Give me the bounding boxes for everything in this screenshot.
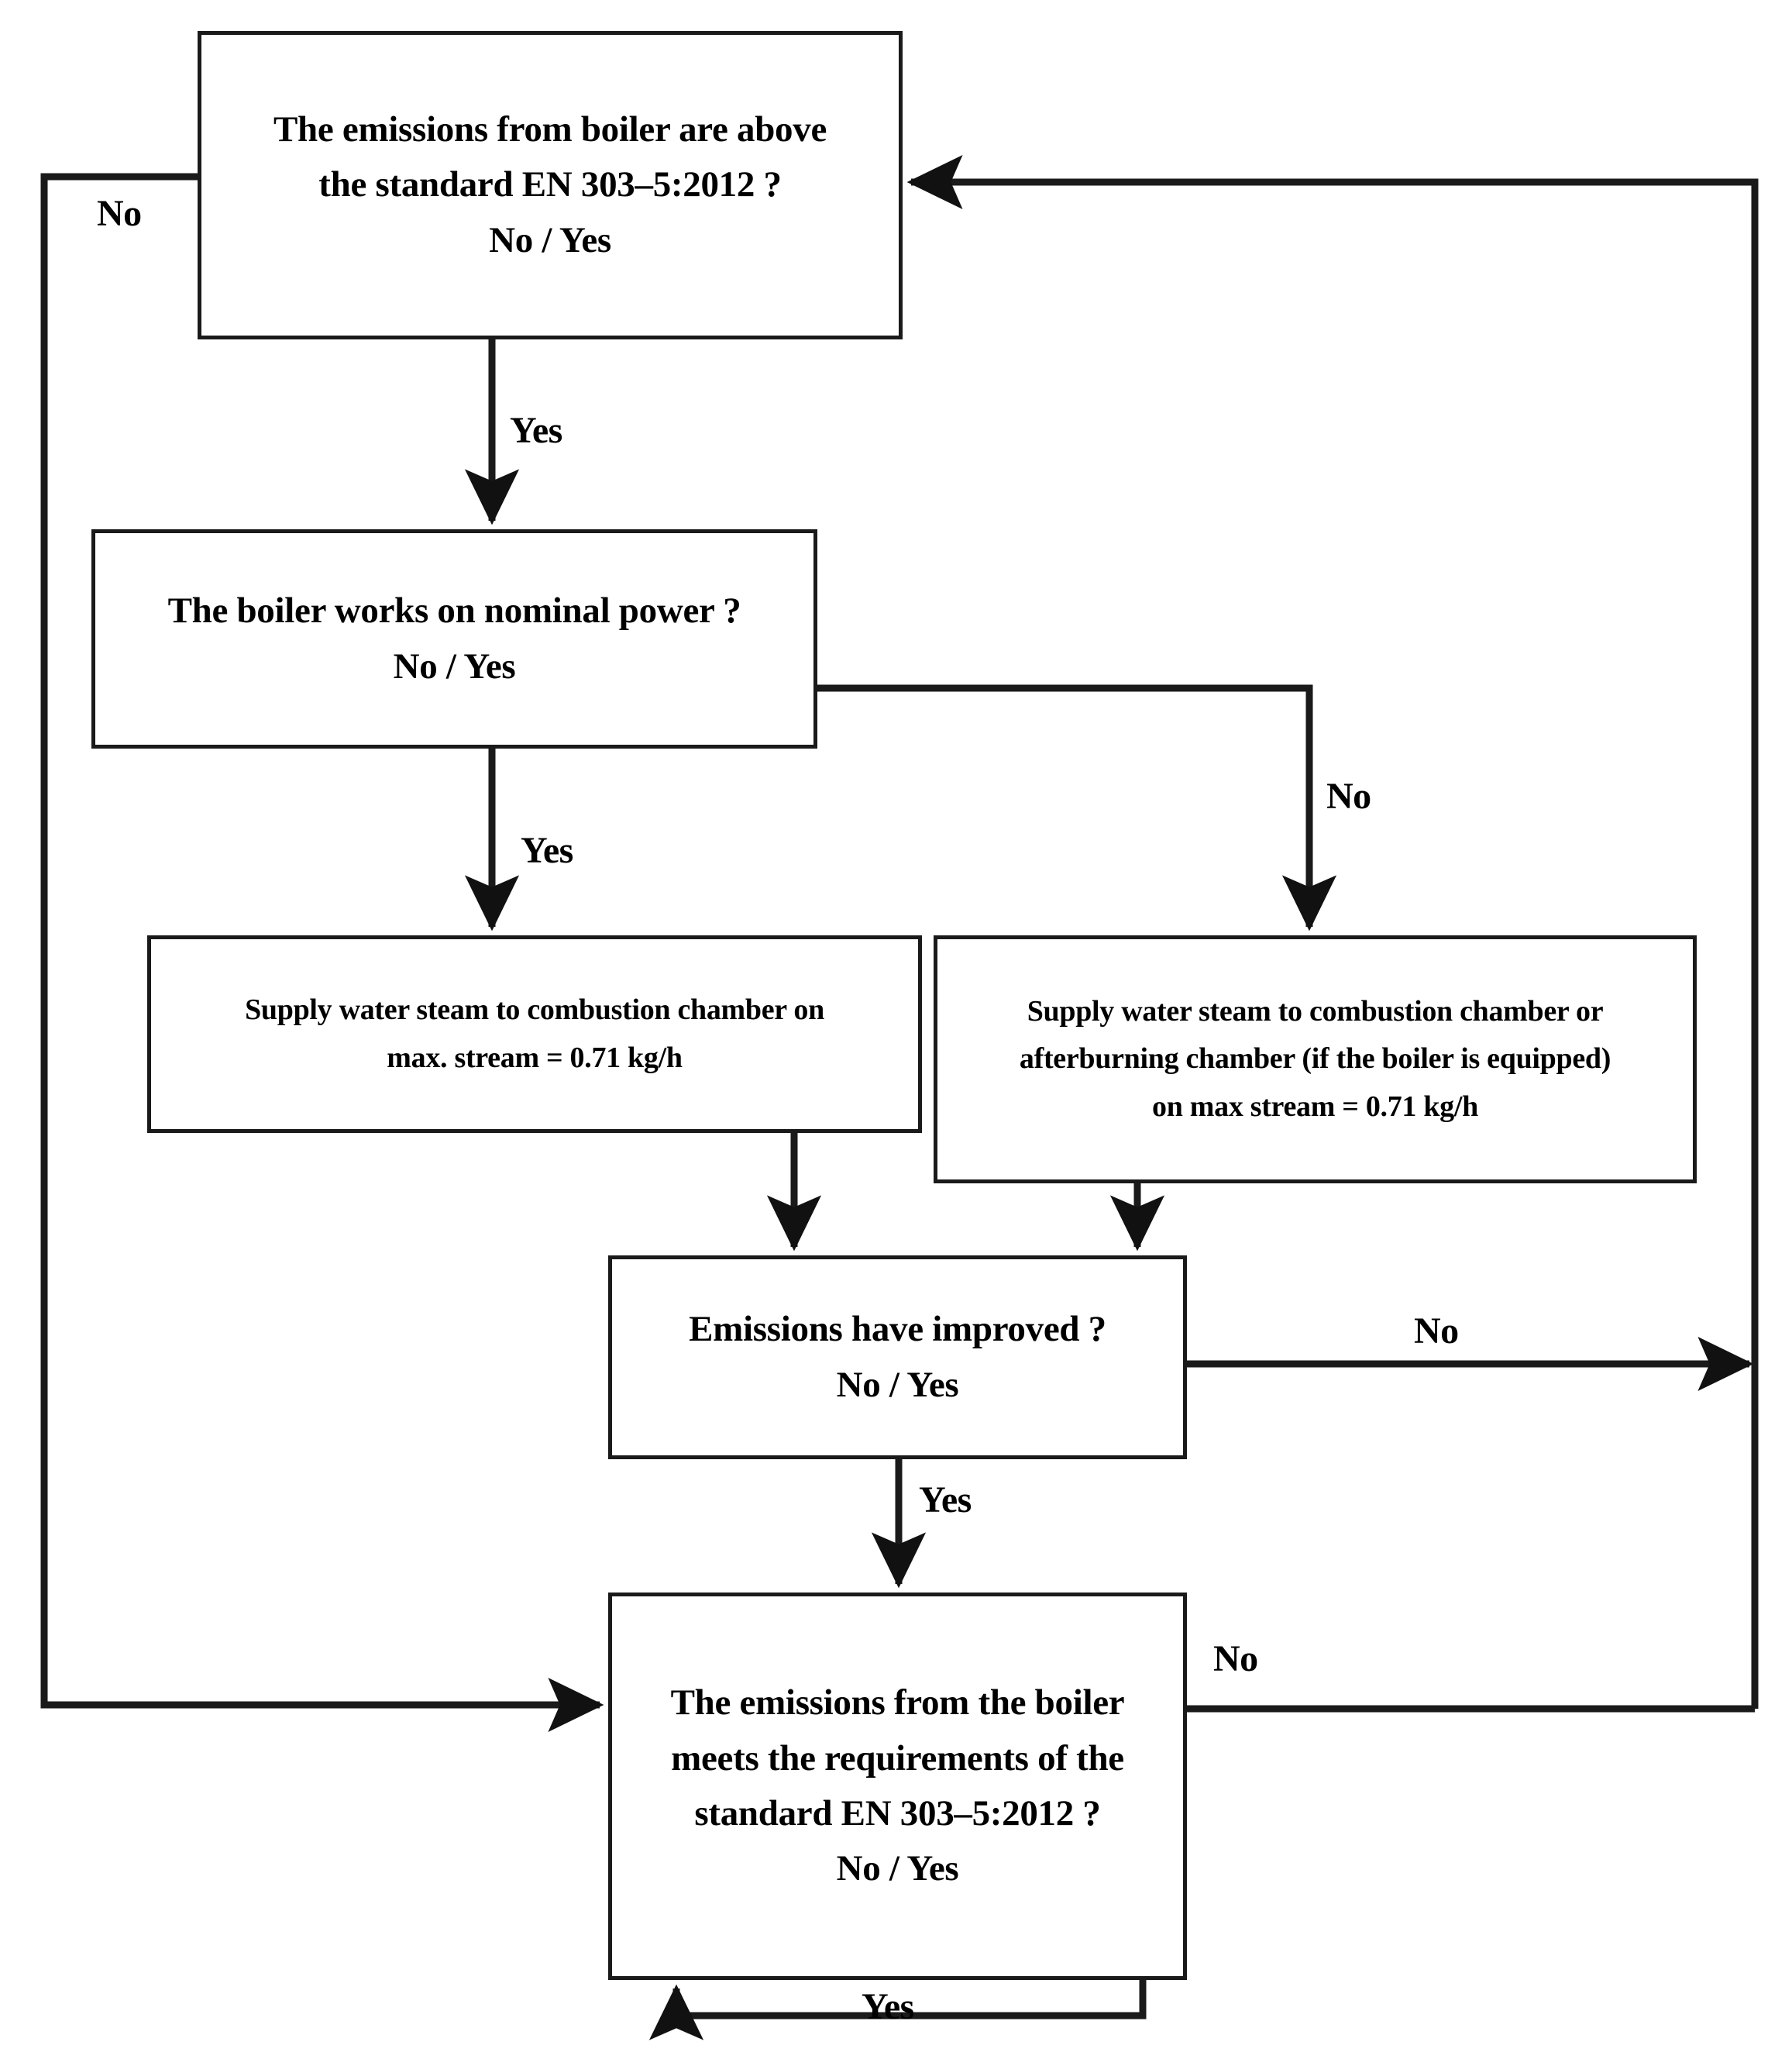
edge-label-yes-n6-loop: Yes [862, 1986, 914, 2027]
node-line: meets the requirements of the [671, 1737, 1124, 1778]
node-line: No / Yes [836, 1848, 959, 1889]
node-line: standard EN 303–5:2012 ? [694, 1793, 1101, 1834]
edge-label-yes-n1-n2: Yes [510, 410, 562, 451]
node-line: afterburning chamber (if the boiler is e… [1019, 1042, 1611, 1076]
edge-label-no-n6-right: No [1213, 1638, 1258, 1679]
node-line: No / Yes [836, 1364, 959, 1405]
node-line: max. stream = 0.71 kg/h [387, 1041, 683, 1074]
node-line: Supply water steam to combustion chamber… [245, 993, 824, 1026]
edge-n2-no-to-n4 [817, 684, 1337, 931]
node-line: The emissions from the boiler [670, 1682, 1125, 1723]
edge-label-no-top-left: No [97, 193, 142, 234]
node-line: The emissions from boiler are above [273, 108, 827, 150]
edge-label-yes-n5-n6: Yes [919, 1479, 972, 1520]
node-emissions-above-standard[interactable]: The emissions from boiler are above the … [198, 31, 903, 339]
node-boiler-nominal-power[interactable]: The boiler works on nominal power ? No /… [91, 529, 817, 749]
edge-label-no-n2-n4: No [1326, 776, 1371, 817]
node-line: The boiler works on nominal power ? [167, 591, 741, 632]
node-line: No / Yes [489, 219, 611, 260]
edge-label-no-n5-right: No [1414, 1310, 1459, 1352]
node-supply-steam-afterburning[interactable]: Supply water steam to combustion chamber… [934, 935, 1697, 1183]
node-line: the standard EN 303–5:2012 ? [318, 164, 782, 205]
node-emissions-meet-requirements[interactable]: The emissions from the boiler meets the … [608, 1593, 1187, 1980]
node-line: Emissions have improved ? [689, 1309, 1106, 1350]
node-line: on max stream = 0.71 kg/h [1152, 1090, 1478, 1123]
edge-label-yes-n2-n3: Yes [521, 830, 573, 871]
node-supply-steam-combustion[interactable]: Supply water steam to combustion chamber… [147, 935, 922, 1133]
node-line: No / Yes [393, 646, 516, 687]
node-line: Supply water steam to combustion chamber… [1027, 994, 1604, 1028]
node-emissions-improved[interactable]: Emissions have improved ? No / Yes [608, 1255, 1187, 1459]
